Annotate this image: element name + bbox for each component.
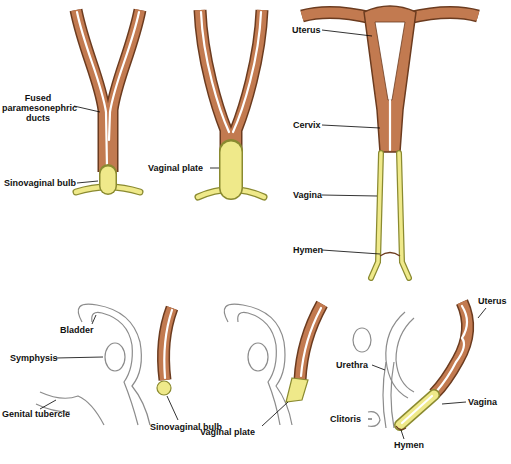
part-label: Sinovaginal bulb [4,178,76,188]
part-label: Vaginal plate [200,427,255,437]
part-label: Vaginal plate [148,163,203,173]
vaginal-plate-figure [198,10,264,197]
part-label: Symphysis [10,353,58,363]
part-label: Hymen [394,440,424,450]
part-label: Vagina [293,190,322,200]
part-label: Genital tubercle [2,409,70,419]
part-label: Uterus [292,25,321,35]
sagittal-late-figure [353,302,468,430]
sagittal-middle-figure [224,304,322,425]
part-label: Uterus [478,296,507,306]
part-label: Bladder [60,325,94,335]
uterus-vagina-figure [302,6,478,278]
part-label: Fused paramesonephric ducts [2,93,74,123]
part-label: Vagina [468,397,497,407]
sagittal-early-figure [36,304,172,425]
fused-ducts-figure [76,10,140,192]
part-label: Hymen [293,245,323,255]
part-label: Cervix [293,120,321,130]
leader-lines [40,30,486,439]
part-label: Clitoris [330,414,361,424]
part-label: Urethra [336,360,368,370]
